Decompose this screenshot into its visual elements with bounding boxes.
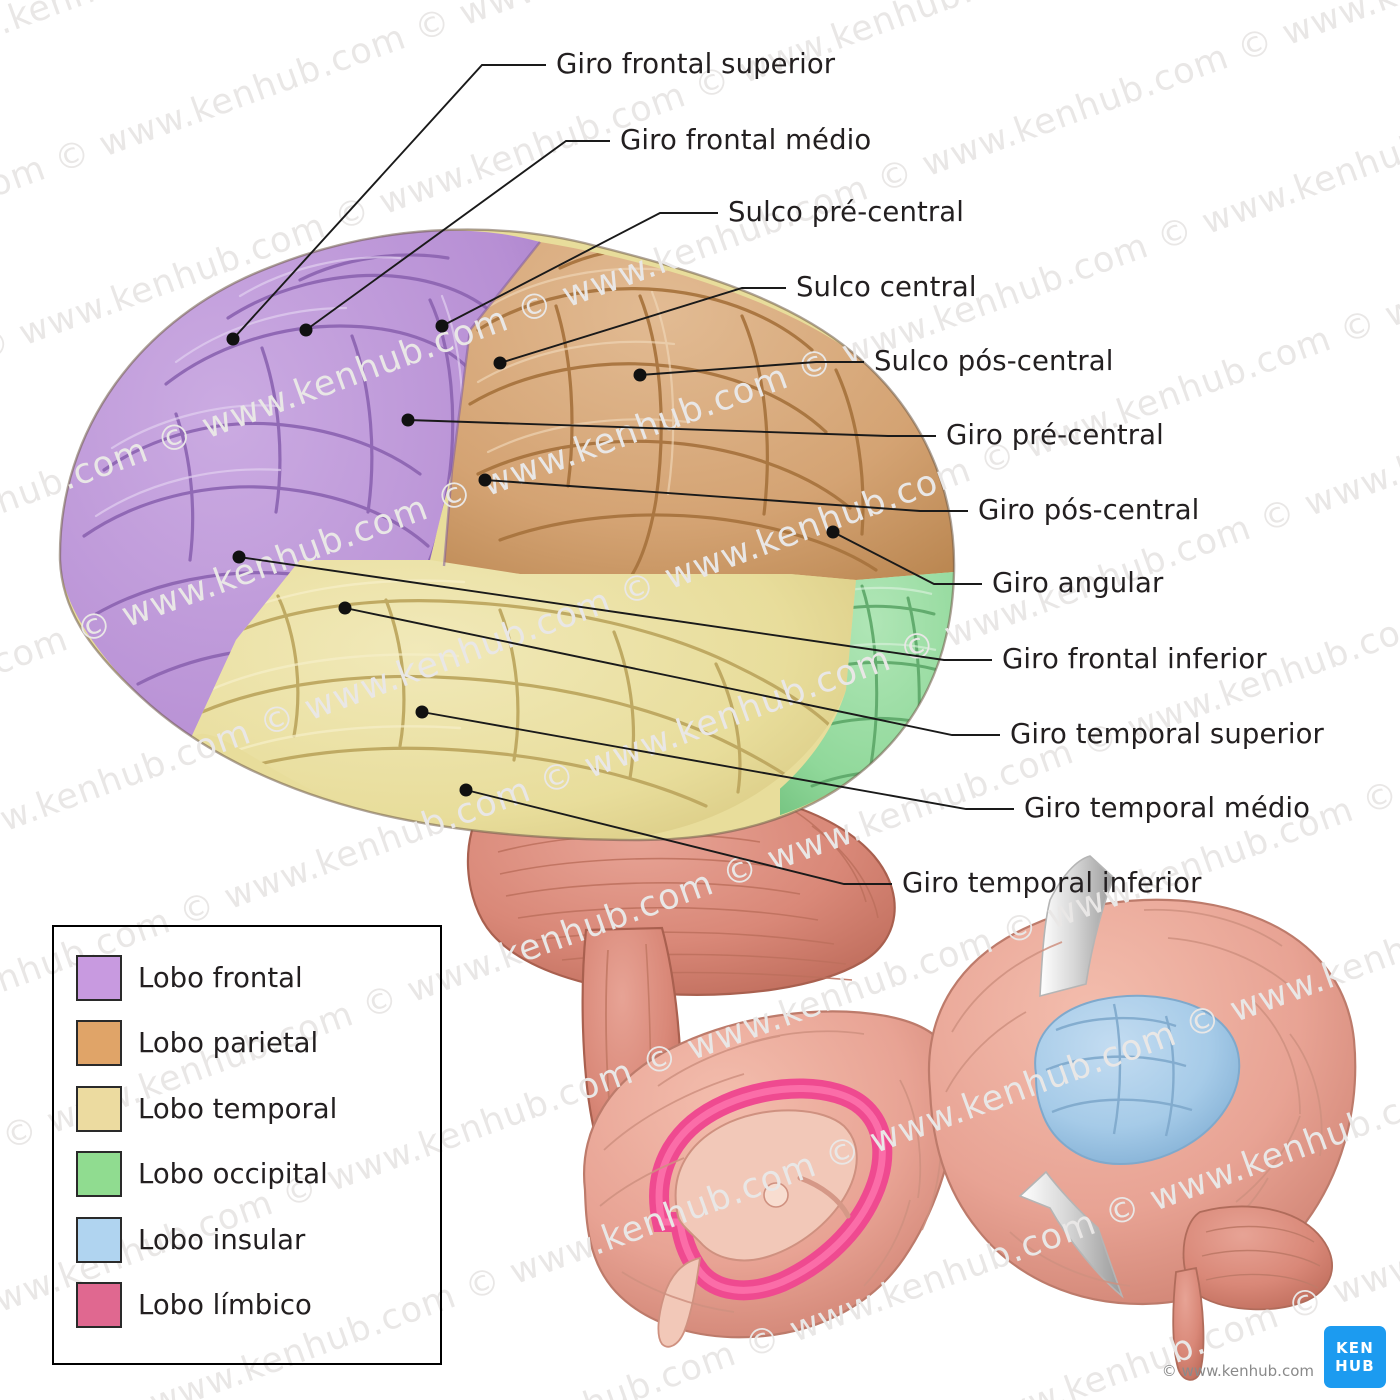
leader-line bbox=[832, 531, 982, 585]
anatomy-label: Giro frontal médio bbox=[620, 124, 872, 156]
legend-label: Lobo temporal bbox=[138, 1092, 338, 1125]
leader-dot bbox=[415, 705, 429, 719]
leader-line bbox=[305, 140, 610, 331]
inset-insula-brain bbox=[927, 855, 1357, 1381]
legend-item: Lobo temporal bbox=[76, 1076, 440, 1142]
leader-line bbox=[421, 711, 1014, 810]
leader-line bbox=[238, 556, 992, 661]
legend-item: Lobo frontal bbox=[76, 945, 440, 1011]
legend-item: Lobo occipital bbox=[76, 1142, 440, 1208]
anatomy-label: Sulco pós-central bbox=[874, 345, 1114, 377]
legend-label: Lobo frontal bbox=[138, 961, 303, 994]
leader-dot bbox=[633, 368, 647, 382]
anatomy-label: Giro pós-central bbox=[978, 494, 1200, 526]
legend-label: Lobo occipital bbox=[138, 1158, 328, 1191]
legend-color-swatch bbox=[76, 1085, 122, 1132]
leader-dot bbox=[826, 525, 840, 539]
anatomy-label: Giro temporal superior bbox=[1010, 718, 1324, 750]
anatomy-label: Giro frontal superior bbox=[556, 48, 836, 80]
frontal-lobe bbox=[59, 230, 955, 840]
legend-color-swatch bbox=[76, 1020, 122, 1067]
legend-label: Lobo límbico bbox=[138, 1289, 312, 1322]
logo-line-2: HUB bbox=[1335, 1357, 1375, 1375]
anatomy-label: Giro pré-central bbox=[946, 419, 1164, 451]
leader-dot bbox=[435, 319, 449, 333]
legend-item: Lobo parietal bbox=[76, 1011, 440, 1077]
legend-label: Lobo parietal bbox=[138, 1027, 319, 1060]
leader-dot bbox=[338, 601, 352, 615]
leader-line bbox=[484, 479, 968, 512]
anatomy-label: Sulco pré-central bbox=[728, 196, 964, 228]
legend-item: Lobo límbico bbox=[76, 1273, 440, 1339]
anatomy-label: Giro temporal médio bbox=[1024, 792, 1311, 824]
leader-dot bbox=[478, 473, 492, 487]
leader-line bbox=[407, 419, 936, 437]
legend-color-swatch bbox=[76, 954, 122, 1001]
anatomy-label: Sulco central bbox=[796, 271, 977, 303]
anatomy-label: Giro temporal inferior bbox=[902, 867, 1202, 899]
kenhub-logo[interactable]: KEN HUB bbox=[1324, 1326, 1386, 1388]
copyright-text: © www.kenhub.com bbox=[1161, 1362, 1314, 1380]
leader-line bbox=[441, 212, 718, 327]
anatomy-label: Giro frontal inferior bbox=[1002, 643, 1267, 675]
legend-label: Lobo insular bbox=[138, 1223, 306, 1256]
leader-line bbox=[639, 361, 864, 376]
legend-color-swatch bbox=[76, 1151, 122, 1198]
legend-item: Lobo insular bbox=[76, 1207, 440, 1273]
leader-line bbox=[465, 789, 892, 885]
leader-line bbox=[232, 64, 546, 340]
legend-color-swatch bbox=[76, 1282, 122, 1329]
logo-line-1: KEN bbox=[1335, 1339, 1375, 1357]
leader-dot bbox=[401, 413, 415, 427]
leader-dot bbox=[493, 356, 507, 370]
anatomy-label: Giro angular bbox=[992, 567, 1164, 599]
leader-line bbox=[499, 287, 786, 364]
leader-dot bbox=[226, 332, 240, 346]
leader-line bbox=[344, 607, 1000, 736]
leader-dot bbox=[459, 783, 473, 797]
leader-dot bbox=[299, 323, 313, 337]
legend-color-swatch bbox=[76, 1216, 122, 1263]
leader-dot bbox=[232, 550, 246, 564]
inset-midsagittal-brain bbox=[583, 1010, 958, 1348]
